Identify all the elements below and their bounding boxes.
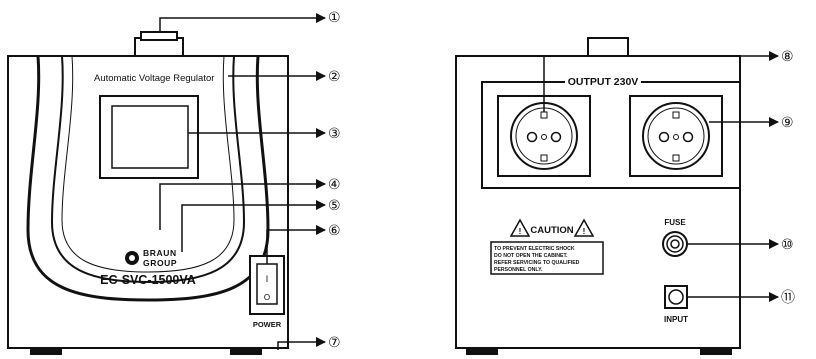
callout-1: ①	[328, 10, 341, 26]
front-foot-right	[230, 346, 262, 355]
front-unit: Automatic Voltage Regulator BRAUN GROUP …	[7, 31, 289, 355]
caution-line-1: TO PREVENT ELECTRIC SHOCK	[494, 246, 575, 252]
back-leader-lines	[543, 51, 779, 302]
fuse-label: FUSE	[664, 218, 686, 227]
front-top-label: Automatic Voltage Regulator	[94, 73, 214, 84]
back-foot-left	[466, 346, 498, 355]
callout-10: ⑩	[781, 237, 794, 253]
leader-4	[159, 179, 326, 230]
caution-title: CAUTION	[530, 225, 573, 236]
front-model-label: EC-SVC-1500VA	[100, 273, 196, 287]
power-switch-off-symbol: O	[264, 293, 270, 302]
callout-5: ⑤	[328, 198, 341, 214]
back-top-connector	[587, 37, 629, 57]
back-unit: OUTPUT 230V ! CAUTION	[455, 37, 741, 355]
brand-line2: GROUP	[143, 258, 177, 268]
caution-right-warning-icon	[573, 218, 595, 237]
front-panel-curve-outer	[26, 55, 270, 302]
front-leader-lines	[159, 13, 326, 350]
caution-line-4: PERSONNEL ONLY.	[494, 267, 543, 273]
leader-1	[159, 13, 326, 32]
leader-7	[277, 337, 326, 350]
power-label: POWER	[253, 320, 282, 329]
front-display-screen	[111, 105, 189, 169]
output-label: OUTPUT 230V	[568, 76, 639, 88]
output-label-bg	[565, 74, 641, 88]
caution-block: ! CAUTION ! TO PREVENT ELECTRIC SHOCK DO…	[490, 218, 604, 275]
front-foot-left	[30, 346, 62, 355]
fuse-holder	[662, 231, 688, 257]
callout-numbers: ① ② ③ ④ ⑤ ⑥ ⑦ ⑧ ⑨ ⑩ ⑪	[328, 10, 795, 351]
callout-11: ⑪	[781, 290, 795, 306]
callout-6: ⑥	[328, 223, 341, 239]
front-panel-curve-inner	[50, 55, 246, 284]
input-label: INPUT	[664, 315, 688, 324]
caution-text-box	[490, 241, 604, 275]
leader-5	[181, 200, 326, 252]
power-switch-on-symbol: I	[266, 274, 269, 284]
callout-3: ③	[328, 126, 341, 142]
output-socket-2	[629, 95, 723, 177]
callout-4: ④	[328, 177, 341, 193]
callout-7: ⑦	[328, 335, 341, 351]
callout-2: ②	[328, 69, 341, 85]
callout-9: ⑨	[781, 115, 794, 131]
brand-line1: BRAUN	[143, 248, 177, 258]
brand-logo: BRAUN GROUP	[125, 248, 177, 268]
svg-text:!: !	[519, 227, 522, 236]
leader-8	[543, 51, 779, 112]
caution-left-warning-icon	[509, 218, 531, 237]
svg-text:!: !	[583, 227, 586, 236]
callout-8: ⑧	[781, 49, 794, 65]
leader-6	[266, 225, 326, 264]
caution-line-3: REFER SERVICING TO QUALIFIED	[494, 260, 580, 266]
caution-line-2: DO NOT OPEN THE CABINET.	[494, 253, 568, 259]
input-connector	[664, 285, 688, 309]
back-foot-right	[700, 346, 732, 355]
